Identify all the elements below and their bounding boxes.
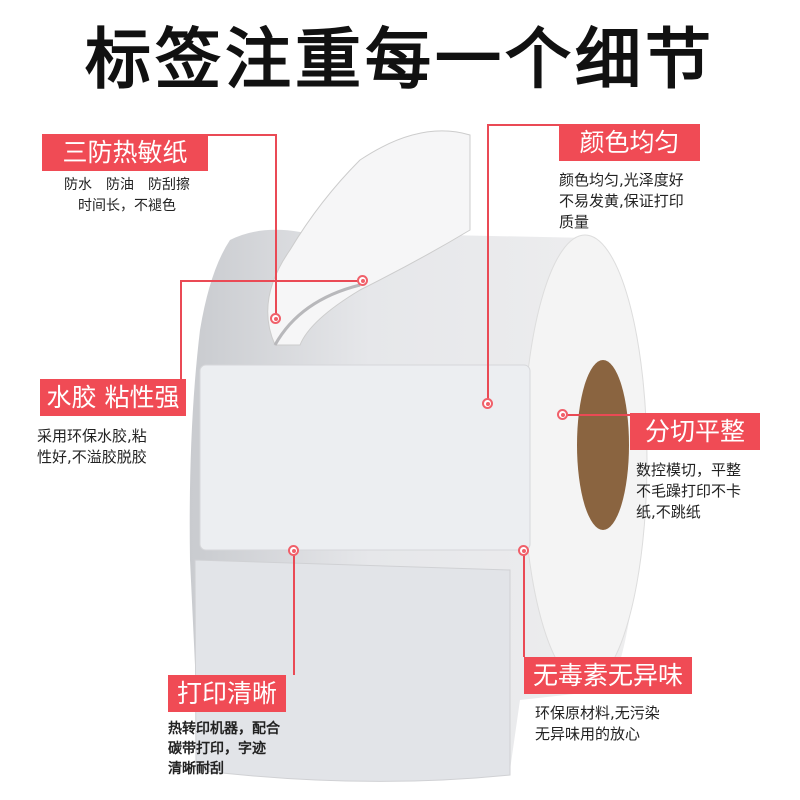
feature-tag-color: 颜色均匀 [559,124,700,161]
marker-dot [288,545,299,556]
connector-line [293,550,295,675]
connector-line [487,124,489,403]
connector-line [275,134,277,318]
marker-dot [270,313,281,324]
connector-line [208,134,277,136]
feature-tag-thermal: 三防热敏纸 [42,134,208,171]
feature-desc-thermal: 防水 防油 防刮擦 时间长，不褪色 [64,177,190,214]
marker-dot [482,398,493,409]
feature-desc-glue: 采用环保水胶,粘 性好,不溢胶脱胶 [37,427,147,466]
core-hole [577,360,629,530]
feature-tag-print: 打印清晰 [168,675,286,712]
feature-tag-cutting: 分切平整 [630,413,760,450]
connector-line [487,124,559,126]
marker-dot [518,545,529,556]
feature-desc-cutting: 数控模切，平整 不毛躁打印不卡 纸,不跳纸 [636,461,742,521]
marker-dot [357,275,368,286]
feature-desc-color: 颜色均匀,光泽度好 不易发黄,保证打印 质量 [559,171,684,231]
feature-desc-nontoxic: 环保原材料,无污染 无异味用的放心 [535,704,660,743]
feature-tag-nontoxic: 无毒素无异味 [524,657,692,694]
connector-line [180,280,182,379]
connector-line [523,550,525,657]
marker-dot [557,409,568,420]
page-title: 标签注重每一个细节 [85,21,715,98]
feature-tag-glue: 水胶 粘性强 [40,379,186,416]
feature-desc-print: 热转印机器，配合 碳带打印，字迹 清晰耐刮 [168,721,280,777]
connector-line [180,280,362,282]
connector-line [563,414,630,416]
